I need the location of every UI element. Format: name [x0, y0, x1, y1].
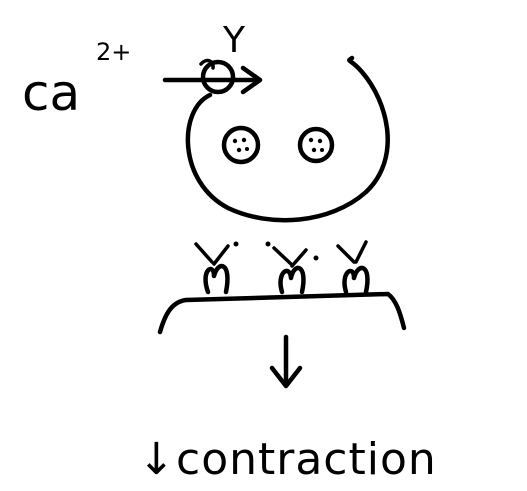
result-label: contraction	[176, 434, 437, 485]
receptor-middle	[266, 242, 319, 293]
blocker-label: Y	[222, 20, 246, 61]
calcium-channel-icon	[201, 61, 233, 92]
receptor-right	[338, 242, 367, 292]
vesicle-left	[224, 128, 258, 162]
charge-label: 2+	[96, 38, 131, 66]
down-arrow	[272, 337, 300, 386]
presynaptic-terminal	[188, 58, 388, 220]
calcium-influx-arrow	[165, 68, 260, 92]
ion-label: ca	[22, 64, 80, 122]
vesicle-right	[300, 129, 332, 161]
receptor-left	[196, 242, 239, 293]
calcium-ion-label: ca 2+	[22, 38, 131, 122]
result-arrow: ↓	[138, 434, 176, 485]
postsynaptic-membrane	[160, 294, 404, 332]
